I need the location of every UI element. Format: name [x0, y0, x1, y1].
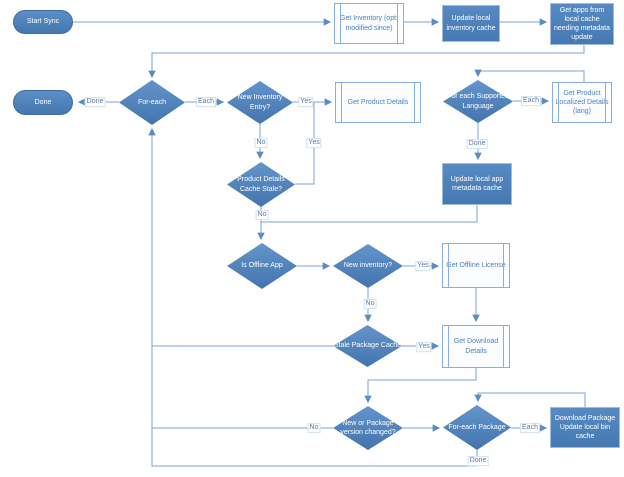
edge-localized-details-loopback [474, 69, 585, 82]
process-download-package-update-bin-cache: Download Package Update local bin cache [550, 407, 620, 448]
decision-for-each-supported-language: For each Supported Language [443, 80, 513, 123]
edge-label-new-inventory-yes: Yes [415, 261, 431, 271]
decision-product-details-cache-stale: Product Details Cache Stale? [227, 162, 295, 207]
process-download-package-update-bin-cache-label: Download Package Update local bin cache [554, 414, 616, 441]
edge-download-details-to-package-version [364, 368, 477, 404]
subprocess-get-inventory-label: Get Inventory (opt: modified since) [340, 15, 398, 32]
subprocess-get-product-details-label: Get Product Details [347, 98, 409, 106]
decision-for-each: For-each [119, 80, 185, 125]
process-update-local-app-metadata-cache-label: Update local app metadata cache [450, 175, 504, 192]
decision-new-inventory-entry-label: New Inventory Entry? [237, 94, 283, 111]
subprocess-get-offline-license: Get Offline License [442, 243, 510, 288]
edge-cache-stale-yes-join [295, 102, 315, 185]
terminator-start-sync-label: Start Sync [26, 18, 60, 26]
decision-new-inventory-label: New inventory? [343, 262, 393, 270]
edge-label-stale-package-yes: Yes [416, 342, 432, 352]
subprocess-get-product-localized-details-label: Get Product Localized Details (lang) [555, 89, 609, 116]
edge-get-apps-to-for-each [148, 45, 585, 79]
decision-product-details-cache-stale-label: Product Details Cache Stale? [237, 176, 285, 193]
edge-label-package-version-no: No [307, 423, 321, 433]
edge-label-new-inventory-no: No [363, 299, 377, 309]
subprocess-get-download-details: Get Download Details [442, 325, 510, 368]
decision-new-inventory-entry: New Inventory Entry? [227, 81, 293, 124]
edge-label-new-inventory-entry-no: No [254, 138, 268, 148]
edge-label-for-each-done: Done [84, 97, 106, 107]
subprocess-get-download-details-label: Get Download Details [453, 338, 499, 355]
process-update-local-inventory-cache-label: Update local inventory cache [446, 15, 496, 32]
edge-label-cache-stale-yes: Yes [306, 138, 322, 148]
decision-new-inventory: New inventory? [333, 244, 403, 288]
terminator-done: Done [13, 90, 73, 115]
decision-for-each-package: For-each Package [443, 405, 511, 450]
decision-is-offline-app: Is Offline App [227, 243, 297, 289]
edge-label-new-inventory-entry-yes: Yes [298, 97, 314, 107]
decision-new-or-package-version-changed-label: New or Package version changed? [340, 419, 396, 436]
edge-download-package-loopback [474, 392, 586, 407]
decision-stale-package-cache: Stale Package Cache [333, 325, 402, 367]
subprocess-get-inventory: Get Inventory (opt: modified since) [334, 3, 404, 44]
process-get-apps-needing-update-label: Get apps from local cache needing metada… [553, 6, 611, 42]
subprocess-get-offline-license-label: Get Offline License [446, 261, 506, 269]
decision-new-or-package-version-changed: New or Package version changed? [333, 406, 403, 450]
decision-for-each-label: For-each [137, 98, 166, 106]
edge-label-supported-language-each: Each [521, 96, 541, 106]
edge-label-supported-language-done: Done [466, 139, 488, 149]
subprocess-get-product-localized-details: Get Product Localized Details (lang) [552, 82, 612, 123]
decision-for-each-package-label: For-each Package [448, 423, 506, 431]
decision-is-offline-app-label: Is Offline App [241, 262, 283, 270]
process-update-local-inventory-cache: Update local inventory cache [442, 5, 500, 42]
edge-label-for-each-package-done: Done [467, 456, 489, 466]
process-get-apps-needing-update: Get apps from local cache needing metada… [550, 3, 614, 45]
process-update-local-app-metadata-cache: Update local app metadata cache [442, 163, 512, 205]
edge-label-for-each-package-each: Each [520, 423, 540, 433]
decision-stale-package-cache-label: Stale Package Cache [333, 342, 402, 350]
decision-for-each-supported-language-label: For each Supported Language [447, 93, 509, 110]
terminator-done-label: Done [34, 98, 52, 106]
edge-metadata-cache-merge [261, 205, 478, 223]
edge-label-for-each-each: Each [196, 97, 216, 107]
subprocess-get-product-details: Get Product Details [335, 82, 421, 123]
edge-label-cache-stale-no: No [255, 210, 269, 220]
terminator-start-sync: Start Sync [13, 10, 73, 34]
